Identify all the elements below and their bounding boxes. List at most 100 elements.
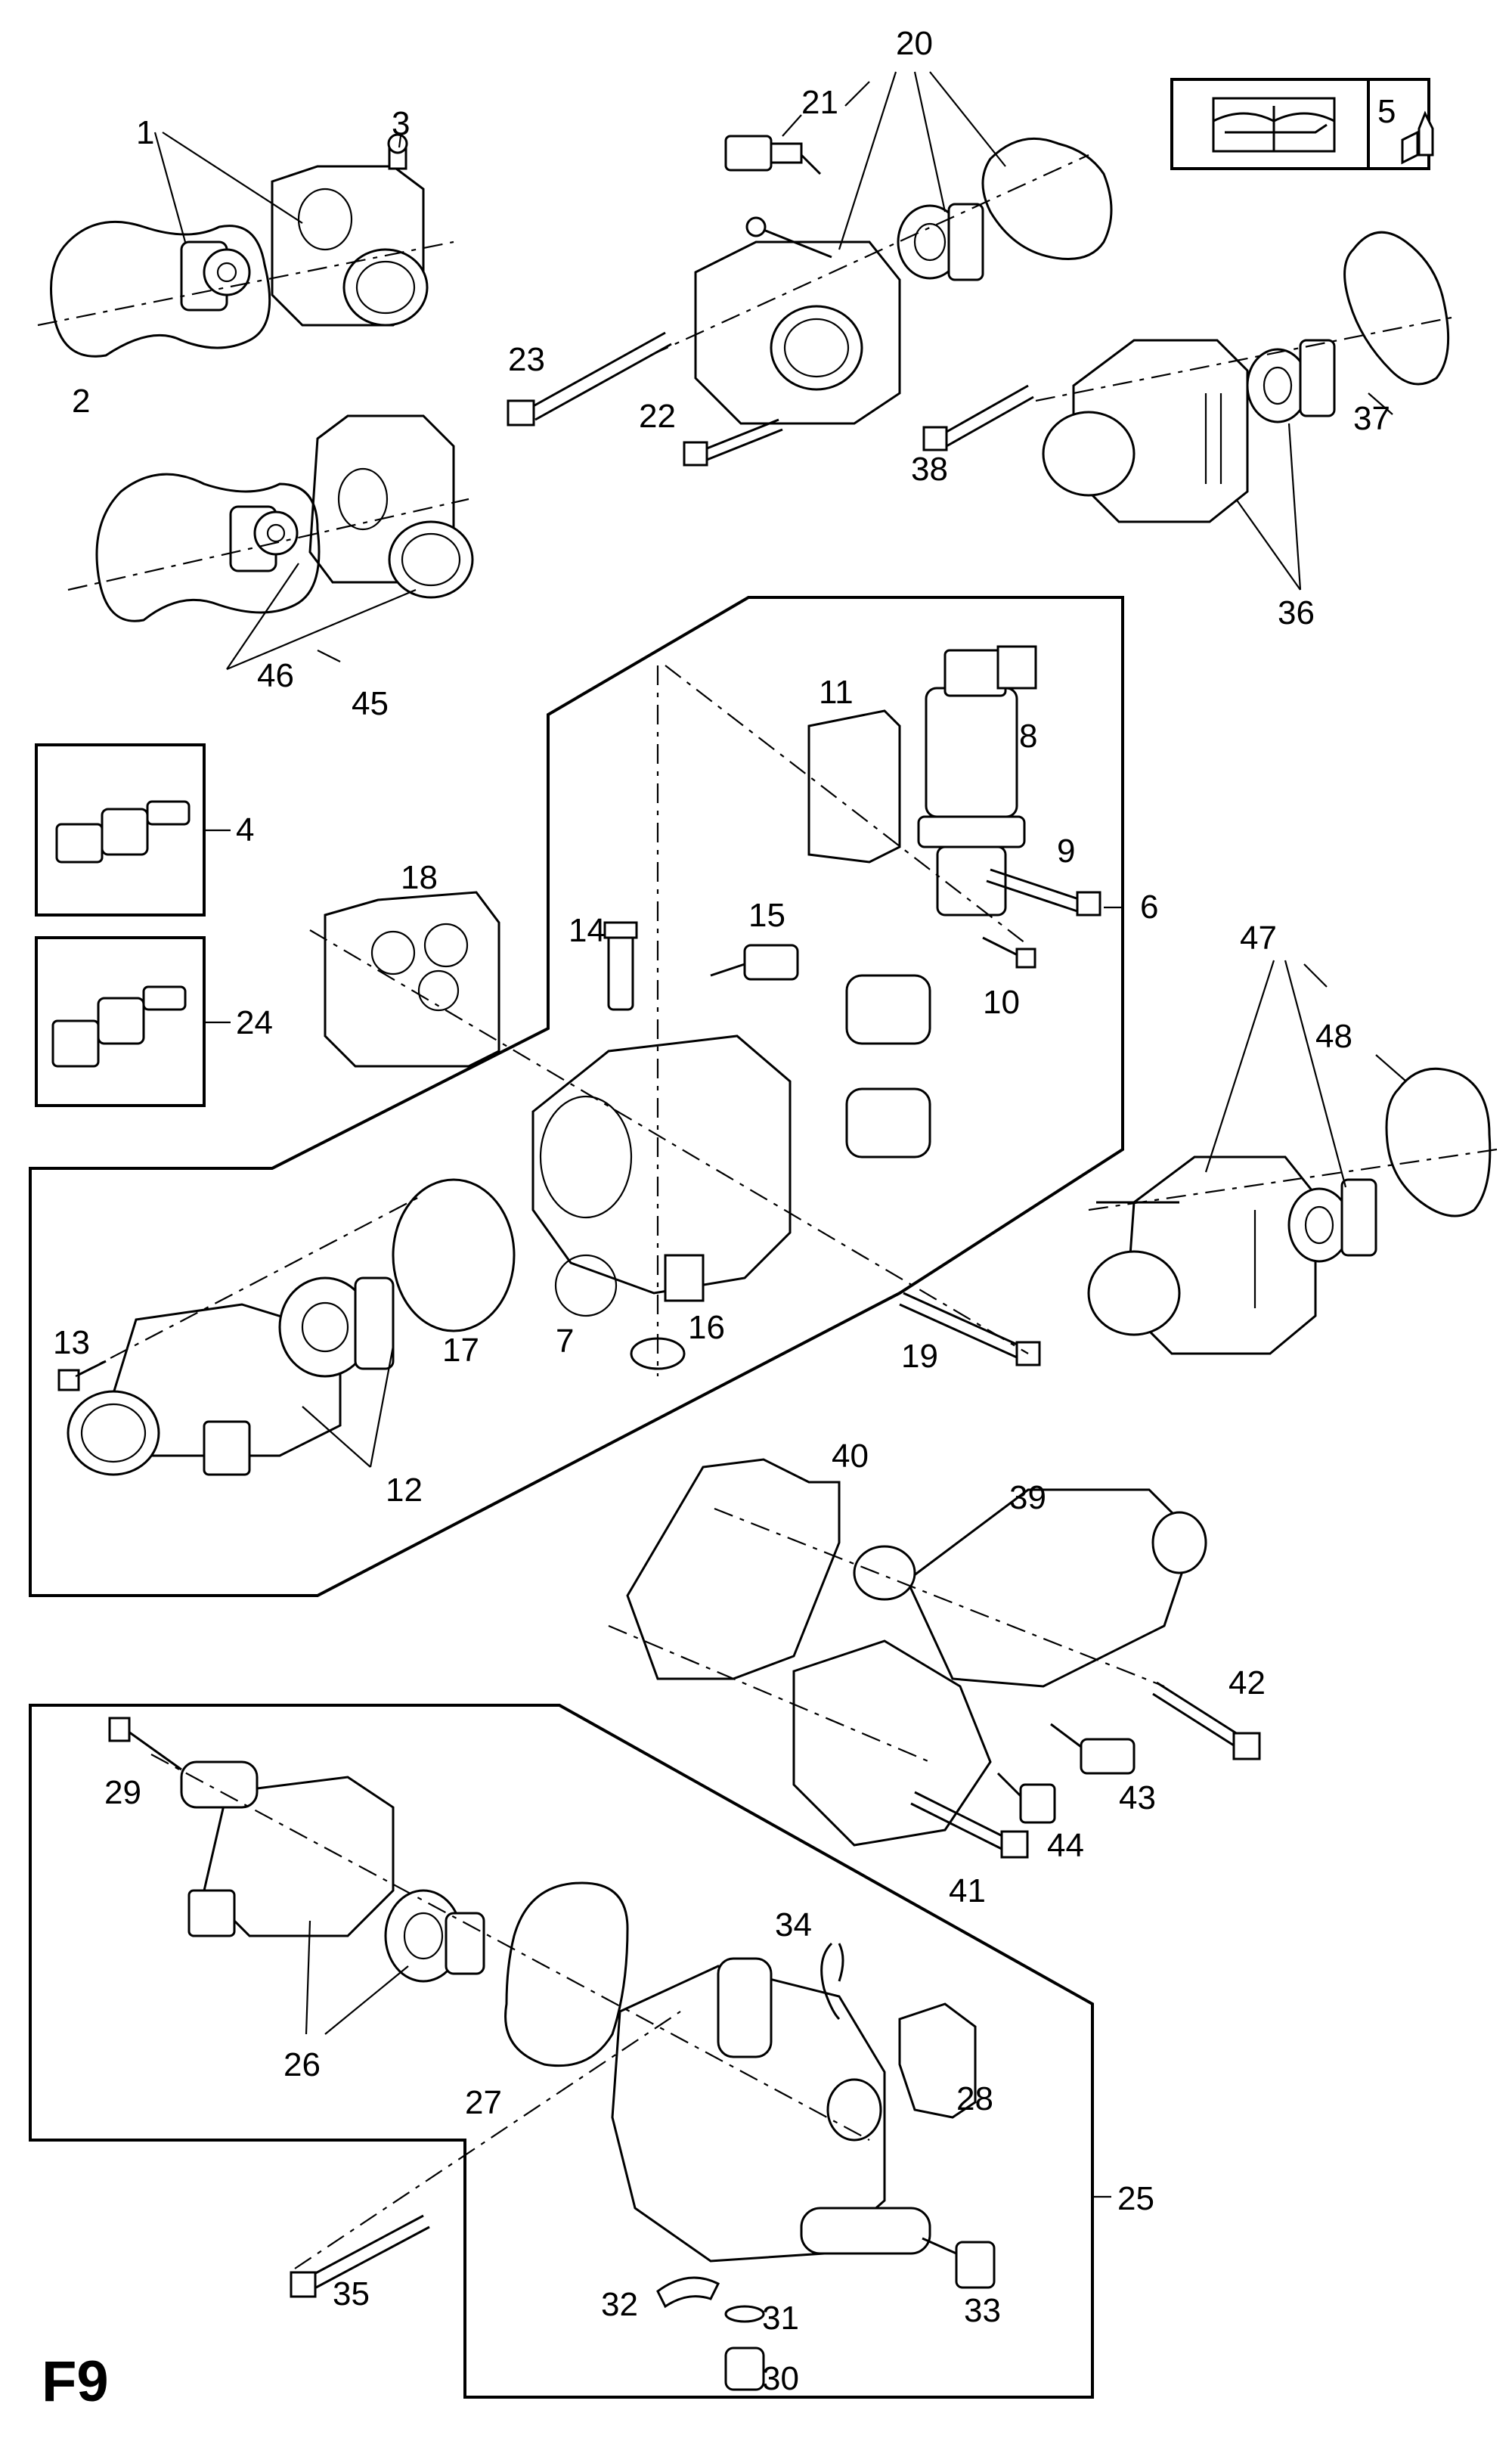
callout-31: 31 — [762, 2300, 799, 2337]
pipe-insert-lower — [845, 1087, 931, 1159]
callout-33: 33 — [964, 2292, 1001, 2329]
callout-42: 42 — [1228, 1664, 1266, 1701]
callout-35: 35 — [333, 2275, 370, 2312]
thermostat-housing-36 — [1042, 339, 1249, 523]
thermostat-housing-47 — [1087, 1155, 1317, 1355]
callout-44: 44 — [1047, 1827, 1084, 1864]
seal-ring-46 — [95, 473, 321, 622]
gasket-27 — [504, 1881, 629, 2067]
callout-48: 48 — [1315, 1018, 1352, 1055]
callout-36: 36 — [1278, 594, 1315, 631]
group-frame-6 — [29, 596, 1124, 1597]
clip-34 — [820, 1942, 844, 2021]
gasket-18 — [324, 891, 500, 1068]
o-ring-31 — [724, 2305, 765, 2323]
page-code: F9 — [42, 2350, 109, 2414]
book-wrench-icon — [1212, 97, 1336, 153]
gasket-28 — [898, 2002, 977, 2119]
callout-27: 27 — [465, 2084, 502, 2121]
thermostat-housing-39 — [792, 1488, 1207, 1847]
bolt-10 — [982, 936, 1036, 969]
sealant-tube-icon — [1401, 110, 1434, 165]
callout-25: 25 — [1117, 2180, 1154, 2217]
temperature-sensor-24 — [51, 985, 187, 1068]
callout-16: 16 — [688, 1309, 725, 1346]
bolt-41 — [910, 1791, 1029, 1859]
thermostat-housing-22 — [694, 216, 901, 425]
callout-24: 24 — [236, 1004, 273, 1041]
temperature-sensor-21 — [724, 135, 822, 175]
plug-30 — [724, 2346, 765, 2391]
callout-34: 34 — [775, 1906, 812, 1943]
temperature-sensor-4 — [55, 800, 191, 864]
bolt-23 — [507, 331, 672, 426]
callout-37: 37 — [1353, 400, 1390, 437]
temperature-sensor-15 — [710, 944, 799, 981]
callout-6: 6 — [1140, 889, 1158, 926]
callout-22: 22 — [639, 398, 676, 435]
thermostat-12 — [278, 1276, 395, 1378]
callout-43: 43 — [1119, 1779, 1156, 1816]
coolant-housing-25 — [611, 1957, 931, 2263]
callout-28: 28 — [956, 2080, 993, 2117]
thermostat-housing-1 — [271, 165, 429, 327]
callout-4: 4 — [236, 811, 254, 848]
callout-47: 47 — [1240, 920, 1277, 957]
group-frame-25 — [29, 1704, 1094, 2399]
callout-46: 46 — [257, 657, 294, 694]
callout-19: 19 — [901, 1338, 938, 1375]
thermostat-housing-45 — [308, 414, 474, 599]
gasket-11 — [807, 709, 901, 864]
clip-32 — [656, 2276, 720, 2309]
seal-ring-37 — [1343, 231, 1450, 386]
egr-housing-7 — [531, 1034, 792, 1317]
callout-26: 26 — [284, 2046, 321, 2083]
callout-13: 13 — [53, 1324, 90, 1361]
callout-17: 17 — [442, 1332, 479, 1369]
seal-ring-48 — [1385, 1067, 1492, 1217]
callout-2: 2 — [72, 383, 90, 420]
bolt-13 — [57, 1360, 107, 1391]
callout-10: 10 — [983, 984, 1020, 1021]
callout-45: 45 — [352, 685, 389, 722]
connector-33 — [922, 2237, 996, 2289]
callout-12: 12 — [386, 1472, 423, 1509]
thermostat-20 — [897, 203, 984, 281]
callout-8: 8 — [1019, 718, 1037, 755]
bolt-35 — [290, 2214, 430, 2298]
pipe-insert-upper — [845, 974, 931, 1045]
callout-18: 18 — [401, 859, 438, 896]
plug-44 — [996, 1772, 1056, 1824]
callout-41: 41 — [949, 1872, 986, 1909]
seal-ring-2 — [50, 220, 271, 358]
thermostat-1 — [180, 240, 251, 312]
callout-29: 29 — [104, 1774, 141, 1811]
thermostat-36 — [1246, 339, 1336, 423]
callout-9: 9 — [1057, 833, 1075, 870]
thermostat-45 — [229, 505, 299, 572]
thermostat-26 — [384, 1889, 485, 1983]
callout-11: 11 — [819, 674, 854, 711]
callout-3: 3 — [392, 105, 410, 142]
callout-38: 38 — [911, 451, 948, 488]
bolt-3 — [387, 133, 408, 170]
gasket-40 — [626, 1458, 841, 1680]
thermostat-47 — [1287, 1178, 1377, 1263]
callout-30: 30 — [762, 2360, 799, 2397]
egr-valve-8 — [917, 645, 1037, 917]
callout-39: 39 — [1009, 1479, 1046, 1516]
bolt-9 — [986, 868, 1101, 917]
callout-23: 23 — [508, 341, 545, 378]
connector-14 — [603, 921, 638, 1011]
seal-ring-20 — [981, 137, 1113, 260]
callout-1: 1 — [136, 114, 154, 151]
temperature-sensor-43 — [1050, 1723, 1136, 1775]
bolt-38 — [922, 384, 1034, 451]
callout-40: 40 — [832, 1438, 869, 1475]
callout-20: 20 — [896, 25, 933, 62]
callout-7: 7 — [556, 1323, 574, 1360]
bolt-29 — [108, 1717, 182, 1771]
bolt-42 — [1152, 1681, 1261, 1760]
callout-14: 14 — [569, 912, 606, 949]
